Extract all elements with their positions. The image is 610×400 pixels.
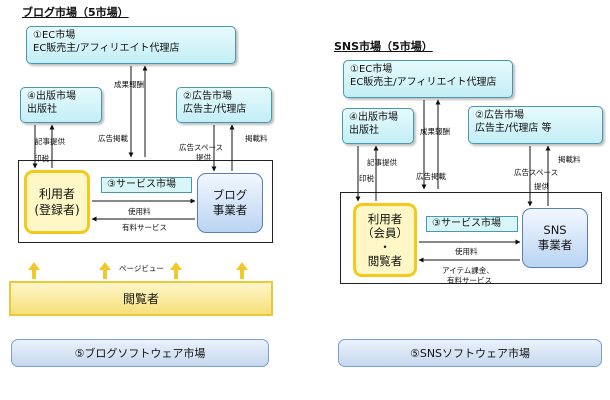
blog-label-pageview: ページビュー xyxy=(119,264,164,273)
blog-ec-market-actors: EC販売主/アフィリエイト代理店 xyxy=(33,43,180,54)
blog-viewer-box: 閲覧者 xyxy=(9,281,273,316)
sns-label-ad-space-1: 広告スペース xyxy=(514,168,559,177)
blog-label-kiji: 記事提供 xyxy=(35,137,65,146)
sns-publishing-market-box: ④出版市場出版社 xyxy=(342,108,414,144)
sns-service-market-box: ③サービス市場 xyxy=(426,216,518,232)
sns-label-ad-space-2: 提供 xyxy=(534,182,549,191)
sns-label-inzei: 印税 xyxy=(359,174,374,183)
blog-operator-label-1: ブログ xyxy=(212,188,248,202)
blog-service-market-box: ③サービス市場 xyxy=(101,177,192,193)
blog-pageview-arrows xyxy=(28,262,248,279)
blog-operator-label-2: 事業者 xyxy=(212,203,248,217)
sns-ec-market-actors: EC販売主/アフィリエイト代理店 xyxy=(350,77,497,88)
blog-label-inzei: 印税 xyxy=(34,154,49,163)
sns-user-member: （会員） xyxy=(362,226,408,240)
blog-ad-market-name: ②広告市場 xyxy=(183,91,232,102)
blog-user-sublabel: (登録者) xyxy=(34,203,80,217)
sns-user-viewer: 閲覧者 xyxy=(367,254,403,268)
blog-ad-market-actors: 広告主/代理店 xyxy=(183,104,247,115)
sns-user-dot: ・ xyxy=(379,240,391,254)
sns-label-shiyo: 使用料 xyxy=(455,247,478,256)
blog-user-box: 利用者 (登録者) xyxy=(24,170,90,234)
sns-software-market-bar: ⑤SNSソフトウェア市場 xyxy=(338,339,602,367)
sns-ec-market-name: ①EC市場 xyxy=(350,64,393,75)
sns-label-item-2: 有料サービス xyxy=(447,276,492,285)
sns-ec-market-box: ①EC市場 EC販売主/アフィリエイト代理店 xyxy=(343,60,513,98)
blog-publishing-market-actors: 出版社 xyxy=(27,104,57,115)
sns-publishing-market-actors: 出版社 xyxy=(349,125,379,136)
blog-software-market-bar: ⑤ブログソフトウェア市場 xyxy=(11,339,269,367)
blog-ad-market-box: ②広告市場広告主/代理店 xyxy=(176,87,272,123)
blog-operator-box: ブログ事業者 xyxy=(197,173,263,233)
blog-publishing-market-name: ④出版市場 xyxy=(27,91,76,102)
sns-label-kiji: 記事提供 xyxy=(367,158,397,167)
sns-user-label: 利用者 xyxy=(367,212,403,226)
blog-ec-market-name: ①EC市場 xyxy=(33,30,76,41)
sns-publishing-market-name: ④出版市場 xyxy=(349,112,398,123)
sns-ad-market-box: ②広告市場広告主/代理店 等 xyxy=(468,106,603,144)
sns-ad-market-name: ②広告市場 xyxy=(475,110,524,121)
blog-label-ad-space-1: 広告スペース xyxy=(179,143,224,152)
sns-label-seika: 成果報酬 xyxy=(420,127,450,136)
sns-label-kokoku-keisai: 広告掲載 xyxy=(416,172,446,181)
blog-label-yuryo: 有料サービス xyxy=(122,223,167,232)
blog-market-title: ブログ市場（5市場） xyxy=(22,6,129,19)
sns-label-keisai: 掲載料 xyxy=(558,155,581,164)
blog-label-kokoku-keisai: 広告掲載 xyxy=(98,134,128,143)
sns-operator-label-2: 事業者 xyxy=(537,238,573,252)
blog-publishing-market-box: ④出版市場出版社 xyxy=(20,87,102,123)
blog-user-label: 利用者 xyxy=(38,187,75,201)
sns-ad-market-actors: 広告主/代理店 等 xyxy=(475,123,552,134)
blog-label-shiyo: 使用料 xyxy=(128,207,151,216)
sns-operator-label-1: SNS xyxy=(543,223,567,237)
blog-label-ad-space-2: 提供 xyxy=(196,153,211,162)
sns-user-box: 利用者（会員）・閲覧者 xyxy=(353,203,417,277)
blog-label-seika: 成果報酬 xyxy=(114,80,144,89)
blog-ec-market-box: ①EC市場 EC販売主/アフィリエイト代理店 xyxy=(26,26,236,64)
sns-market-title: SNS市場（5市場） xyxy=(334,40,433,53)
blog-label-keisai: 掲載料 xyxy=(245,134,268,143)
sns-label-item-1: アイテム課金、 xyxy=(442,266,494,275)
